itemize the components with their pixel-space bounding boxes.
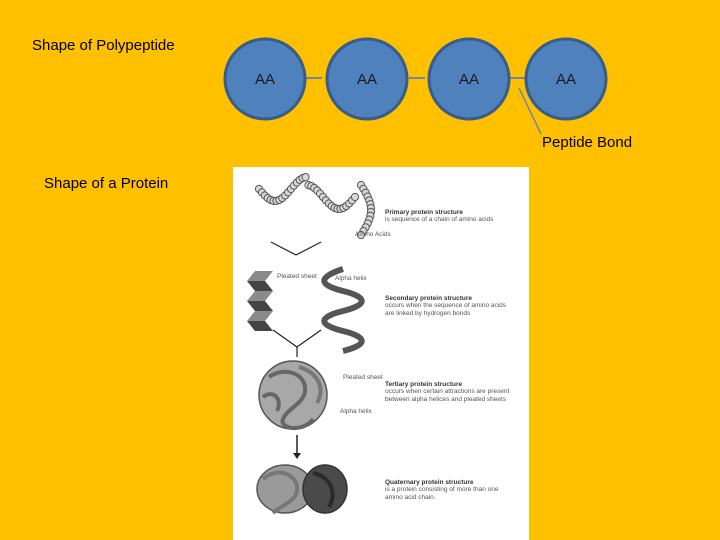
tertiary-structure-desc-1: occurs when certain attractions are pres… xyxy=(385,388,510,396)
amino-acid-node: AA xyxy=(325,37,409,121)
protein-structure-figure: Primary protein structure is sequence of… xyxy=(233,167,529,540)
amino-acids-label: Amino Acids xyxy=(355,231,391,238)
amino-acid-node: AA xyxy=(223,37,307,121)
quaternary-structure-desc-2: amino acid chain. xyxy=(385,493,436,501)
pleated-sheet-label-2: Pleated sheet xyxy=(343,374,383,381)
alpha-helix-label-2: Alpha helix xyxy=(340,408,372,415)
amino-acid-bead xyxy=(301,173,310,182)
alpha-helix-label: Alpha helix xyxy=(335,275,367,282)
tertiary-structure-caption: Tertiary protein structure occurs when c… xyxy=(385,381,509,403)
polypeptide-chain: AA AA AA AA xyxy=(223,37,608,135)
arrow-icon xyxy=(270,241,322,256)
primary-structure-desc: is sequence of a chain of amino acids xyxy=(385,216,494,224)
tertiary-structure-desc-2: between alpha helices and pleated sheets xyxy=(385,395,507,403)
secondary-structure-caption: Secondary protein structure occurs when … xyxy=(385,295,506,317)
tertiary-structure-icon xyxy=(258,360,328,430)
pleated-sheet-label: Pleated sheet xyxy=(277,273,317,280)
amino-acid-label: AA xyxy=(255,71,275,88)
primary-structure-caption: Primary protein structure is sequence of… xyxy=(385,209,493,224)
quaternary-structure-desc-1: is a protein consisting of more than one xyxy=(385,486,499,494)
peptide-bond-pointer xyxy=(518,87,542,135)
secondary-structure-desc-2: are linked by hydrogen bonds xyxy=(385,309,471,317)
pleated-sheet-icon xyxy=(247,271,273,331)
quaternary-structure-caption: Quaternary protein structure is a protei… xyxy=(385,479,498,501)
amino-acid-chain xyxy=(254,173,376,240)
amino-acid-bead xyxy=(356,230,366,240)
peptide-bond-label: Peptide Bond xyxy=(542,134,633,151)
amino-acid-label: AA xyxy=(459,71,479,88)
arrow-icon xyxy=(293,453,301,459)
amino-acid-label: AA xyxy=(357,71,377,88)
alpha-helix-icon xyxy=(321,266,365,354)
amino-acid-node: AA xyxy=(427,37,511,121)
primary-structure-title: Primary protein structure xyxy=(385,209,464,216)
amino-acid-node: AA xyxy=(524,37,608,121)
tertiary-structure-title: Tertiary protein structure xyxy=(385,381,463,388)
arrow-icon xyxy=(272,329,322,348)
amino-acid-label: AA xyxy=(556,71,576,88)
amino-acid-bead xyxy=(350,192,360,202)
protein-label: Shape of a Protein xyxy=(44,175,169,192)
secondary-structure-desc-1: occurs when the sequence of amino acids xyxy=(385,302,507,310)
quaternary-structure-title: Quaternary protein structure xyxy=(385,479,474,486)
protein-structure-illustration xyxy=(247,173,376,515)
secondary-structure-title: Secondary protein structure xyxy=(385,295,473,302)
quaternary-structure-icon xyxy=(256,464,348,515)
polypeptide-label: Shape of Polypeptide xyxy=(32,37,175,54)
